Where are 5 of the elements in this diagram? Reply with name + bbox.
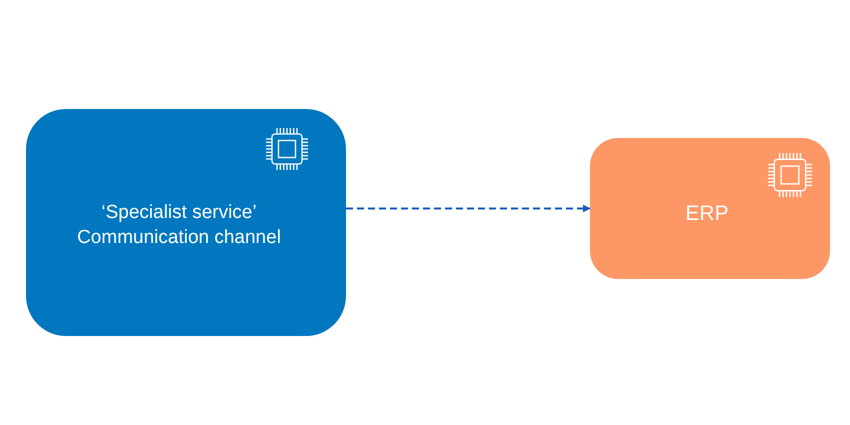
arrow [346,204,591,212]
node-label: ‘Specialist service’ Communication channel [76,200,282,250]
rounded-box [26,109,346,336]
rounded-box [590,138,830,279]
node-label: ERP [685,200,729,227]
